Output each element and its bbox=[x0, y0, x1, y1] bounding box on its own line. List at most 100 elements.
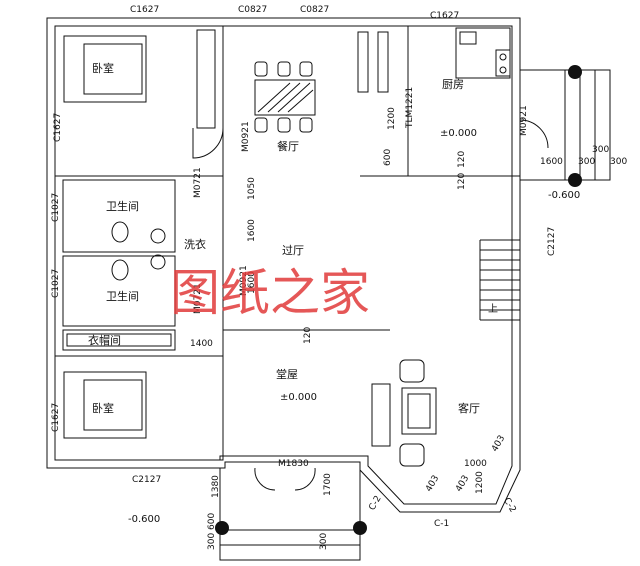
bathroom-2-wall bbox=[62, 255, 176, 327]
column bbox=[353, 521, 367, 535]
room-bedroom-bottom: 卧室 bbox=[92, 401, 114, 415]
level-outside-bottom: -0.600 bbox=[128, 514, 160, 525]
window-label: C2127 bbox=[547, 227, 557, 256]
chair bbox=[254, 61, 268, 77]
bathroom-1-wall bbox=[62, 179, 176, 253]
window-label: C-2 bbox=[367, 494, 383, 512]
cabinet bbox=[377, 31, 389, 93]
door-label: M0921 bbox=[519, 105, 529, 136]
stove-burner bbox=[499, 53, 507, 61]
window-label: C1627 bbox=[51, 403, 61, 432]
dim-label: 1400 bbox=[190, 339, 213, 349]
column bbox=[215, 521, 229, 535]
dim-label: 300 bbox=[207, 533, 217, 550]
door-swing bbox=[254, 467, 316, 491]
door-swing bbox=[192, 127, 224, 159]
stove-burner bbox=[499, 66, 507, 74]
chair bbox=[277, 117, 291, 133]
window-label: C-2 bbox=[501, 496, 517, 514]
dim-label: 1050 bbox=[247, 177, 257, 200]
window-label: C-1 bbox=[434, 519, 449, 529]
washbasin bbox=[150, 228, 166, 244]
window-label: C1027 bbox=[51, 269, 61, 298]
bedroom-top-wall bbox=[54, 25, 224, 177]
room-bathroom-2: 卫生间 bbox=[106, 289, 139, 303]
room-corridor: 过厅 bbox=[282, 244, 304, 257]
window-label: C0827 bbox=[238, 5, 267, 15]
dim-label: 120 bbox=[303, 327, 313, 344]
door-label: M0721 bbox=[193, 167, 203, 198]
dim-label: 1200 bbox=[475, 471, 485, 494]
door-label: M0921 bbox=[241, 121, 251, 152]
dim-label: 120 bbox=[457, 173, 467, 190]
dining-table bbox=[254, 79, 316, 116]
room-laundry: 洗衣 bbox=[184, 237, 206, 251]
dim-label: 1600 bbox=[247, 271, 257, 294]
dim-label: 300 bbox=[578, 157, 595, 167]
dim-label: 1600 bbox=[540, 157, 563, 167]
porch-steps-right bbox=[520, 69, 611, 181]
window-label: C1627 bbox=[130, 5, 159, 15]
coffee-table bbox=[401, 387, 437, 435]
chair bbox=[277, 61, 291, 77]
closet-wall bbox=[62, 329, 176, 351]
door-label: TLM1221 bbox=[405, 87, 415, 129]
dim-label: 300 bbox=[319, 533, 329, 550]
toilet bbox=[111, 221, 129, 243]
dim-label: 600 bbox=[207, 513, 217, 530]
door-label: M1830 bbox=[278, 459, 309, 469]
column bbox=[568, 173, 582, 187]
room-kitchen: 厨房 bbox=[442, 78, 464, 91]
bed-bottom bbox=[63, 371, 147, 439]
dim-label: 403 bbox=[454, 474, 471, 494]
room-closet: 衣帽间 bbox=[88, 333, 121, 347]
dim-label: 403 bbox=[490, 434, 507, 454]
level-hall: ±0.000 bbox=[280, 392, 317, 403]
dim-label: 120 bbox=[457, 151, 467, 168]
bed-top-inner bbox=[83, 43, 143, 95]
room-main-hall: 堂屋 bbox=[276, 368, 298, 381]
column bbox=[568, 65, 582, 79]
dim-label: 1200 bbox=[387, 107, 397, 130]
stair bbox=[479, 239, 520, 321]
chair bbox=[299, 117, 313, 133]
room-bedroom-top: 卧室 bbox=[92, 61, 114, 75]
window-label: C1627 bbox=[53, 113, 63, 142]
window-label: C2127 bbox=[132, 475, 161, 485]
dim-label: 300 bbox=[592, 145, 609, 155]
room-bathroom-1: 卫生间 bbox=[106, 199, 139, 213]
dim-label: 1000 bbox=[464, 459, 487, 469]
window-label: C1027 bbox=[51, 193, 61, 222]
dim-label: 300 bbox=[610, 157, 627, 167]
dim-label: 1700 bbox=[323, 473, 333, 496]
level-kitchen: ±0.000 bbox=[440, 128, 477, 139]
porch-steps-bottom bbox=[219, 468, 361, 561]
window-label: C1627 bbox=[430, 11, 459, 21]
armchair bbox=[399, 359, 425, 383]
room-living: 客厅 bbox=[458, 401, 480, 415]
chair bbox=[254, 117, 268, 133]
level-outside-right: -0.600 bbox=[548, 190, 580, 201]
bed-bottom-inner bbox=[83, 379, 143, 431]
door-label: M0921 bbox=[239, 265, 249, 296]
watermark: 图纸之家 bbox=[170, 264, 370, 322]
chair bbox=[299, 61, 313, 77]
dining-table-hatch bbox=[257, 82, 314, 113]
bed-top bbox=[63, 35, 147, 103]
closet-rail bbox=[66, 333, 172, 347]
window-label: C0827 bbox=[300, 5, 329, 15]
dim-label: 600 bbox=[383, 149, 393, 166]
armchair bbox=[399, 443, 425, 467]
door-swing bbox=[519, 119, 549, 149]
stove bbox=[495, 49, 511, 77]
wardrobe-top bbox=[196, 29, 216, 129]
dim-label: 1600 bbox=[247, 219, 257, 242]
room-dining: 餐厅 bbox=[277, 139, 299, 153]
coffee-table-inner bbox=[407, 393, 431, 429]
sofa bbox=[371, 383, 391, 447]
dim-label: 1380 bbox=[211, 475, 221, 498]
washbasin bbox=[150, 254, 166, 270]
dim-label: 403 bbox=[424, 474, 441, 494]
stair-up-label: 上 bbox=[488, 303, 498, 315]
